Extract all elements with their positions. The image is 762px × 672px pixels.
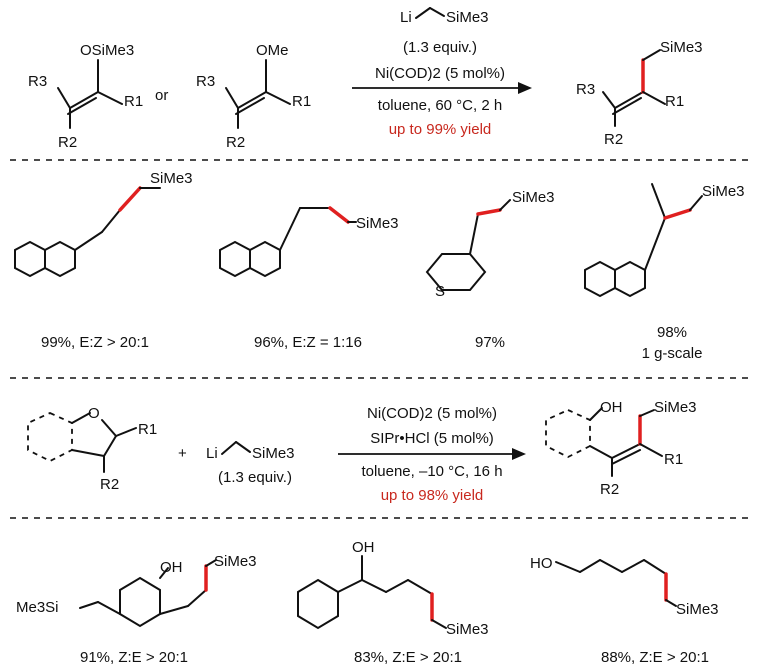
scale-note: 1 g-scale [642,345,703,362]
r3-label: R3 [28,73,47,90]
group-label: SiMe3 [702,183,745,200]
reagent-group: SiMe3 [252,445,295,462]
group-label: SiMe3 [356,215,399,232]
reaction-arrow-1: Li SiMe3 (1.3 equiv.) Ni(COD)2 (5 mol%) … [352,7,532,138]
catalyst: Ni(COD)2 (5 mol%) [367,405,497,422]
example-caption: 98% [657,324,687,341]
example-2-2: OH SiMe3 83%, Z:E > 20:1 [297,539,489,666]
reagent-lithium-reagent: Li SiMe3 [400,7,489,26]
catalyst: Ni(COD)2 (5 mol%) [375,65,505,82]
r1-label: R1 [665,93,684,110]
group-label: SiMe3 [150,170,193,187]
reagent-lithium-reagent: Li SiMe3 (1.3 equiv.) [206,441,295,486]
conditions: toluene, 60 °C, 2 h [378,97,502,114]
group-label: SiMe3 [214,553,257,570]
r2-label: R2 [58,134,77,151]
ho-label: HO [530,555,553,572]
oh-label: OH [160,559,183,576]
r1-label: R1 [138,421,157,438]
ring-oxygen: O [88,405,100,422]
oh-label: OH [600,399,623,416]
r2-label: R2 [604,131,623,148]
r3-label: R3 [196,73,215,90]
product-homoallylic-alcohol: OH SiMe3 R1 R2 [545,399,697,498]
group-label: SiMe3 [446,621,489,638]
group-label: SiMe3 [654,399,697,416]
group-label: OSiMe3 [80,42,134,59]
reagent-group: SiMe3 [446,9,489,26]
example-1-1: SiMe3 99%, E:Z > 20:1 [14,170,193,351]
group2-label: Me3Si [16,599,59,616]
reagent-li: Li [400,9,412,26]
sulfur-label: S [435,283,445,300]
ligand: SIPr•HCl (5 mol%) [370,430,494,447]
example-1-4: SiMe3 98% 1 g-scale [584,183,745,362]
example-2-1: OH SiMe3 Me3Si 91%, Z:E > 20:1 [16,553,257,666]
substrate-silyl-enol-ether: OSiMe3 R3 R1 R2 [28,42,143,151]
or-text: or [155,87,168,104]
group-label: SiMe3 [676,601,719,618]
reagent-equiv: (1.3 equiv.) [403,39,477,56]
substrate-methyl-enol-ether: OMe R3 R1 R2 [196,42,311,151]
product-allylsilane: SiMe3 R3 R1 R2 [576,39,703,148]
r2-label: R2 [100,476,119,493]
example-1-2: SiMe3 96%, E:Z = 1:16 [219,206,399,351]
plus-sign: + [178,445,187,462]
example-caption: 91%, Z:E > 20:1 [80,649,188,666]
group-label: SiMe3 [660,39,703,56]
substrate-dihydrofuran: O R1 R2 [27,405,157,493]
example-caption: 83%, Z:E > 20:1 [354,649,462,666]
group-label: SiMe3 [512,189,555,206]
example-1-3: S SiMe3 97% [425,189,555,351]
r2-label: R2 [600,481,619,498]
r1-label: R1 [124,93,143,110]
example-caption: 99%, E:Z > 20:1 [41,334,149,351]
r2-label: R2 [226,134,245,151]
example-2-3: HO SiMe3 88%, Z:E > 20:1 [530,555,719,666]
reagent-equiv: (1.3 equiv.) [218,469,292,486]
yield-text: up to 98% yield [381,487,484,504]
conditions: toluene, –10 °C, 16 h [361,463,502,480]
example-caption: 97% [475,334,505,351]
r1-label: R1 [664,451,683,468]
yield-text: up to 99% yield [389,121,492,138]
reaction-arrow-2: Ni(COD)2 (5 mol%) SIPr•HCl (5 mol%) tolu… [338,405,526,504]
reagent-li: Li [206,445,218,462]
r1-label: R1 [292,93,311,110]
group-label: OMe [256,42,289,59]
r3-label: R3 [576,81,595,98]
example-caption: 96%, E:Z = 1:16 [254,334,362,351]
oh-label: OH [352,539,375,556]
example-caption: 88%, Z:E > 20:1 [601,649,709,666]
